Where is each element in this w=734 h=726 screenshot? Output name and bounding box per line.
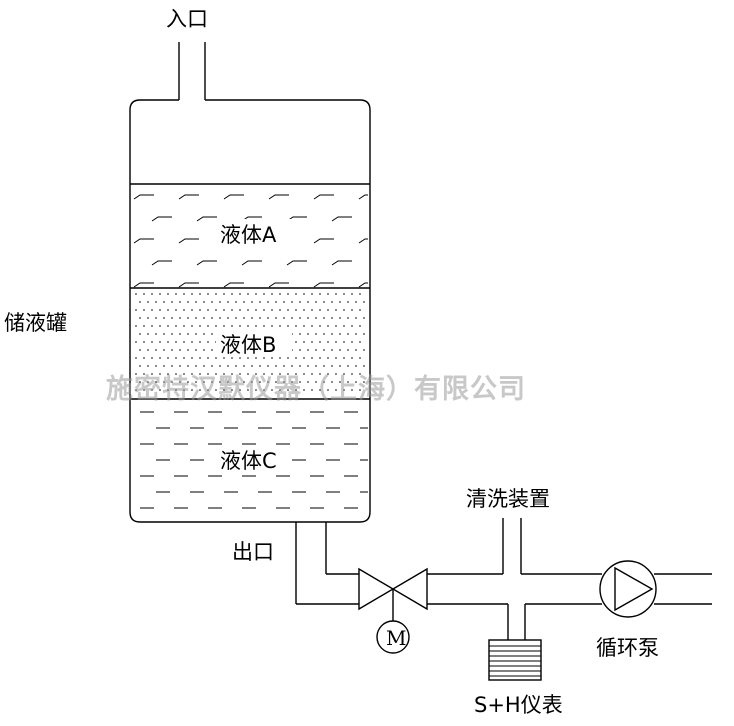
motor: M — [376, 620, 410, 654]
liquid-a-label: 液体A — [220, 223, 277, 247]
liquid-b-label: 液体B — [220, 333, 276, 357]
liquid-c-label: 液体C — [220, 449, 277, 473]
cleaning-branch — [502, 518, 522, 574]
liquid-b-label-bg — [216, 329, 292, 357]
circulation-pump — [599, 560, 657, 618]
liquid-b-pattern — [135, 293, 365, 391]
watermark: 施密特汉默仪器（上海）有限公司 — [106, 373, 526, 405]
sh-instrument — [488, 604, 542, 681]
liquid-a-label-bg — [216, 219, 292, 247]
sh-instrument-label: S+H仪表 — [474, 693, 563, 717]
inlet-label: 入口 — [166, 7, 208, 31]
liquid-c-pattern — [140, 411, 368, 509]
motor-label: M — [386, 626, 406, 650]
inlet-pipe — [178, 42, 206, 100]
tank-body — [129, 99, 371, 523]
valve — [358, 567, 428, 621]
main-pipe — [427, 573, 712, 605]
outlet-pipe — [295, 522, 359, 605]
pump-label: 循环泵 — [596, 636, 659, 660]
cleaning-device-label: 清洗装置 — [466, 487, 550, 511]
tank-label: 储液罐 — [4, 311, 67, 335]
outlet-label: 出口 — [232, 540, 274, 564]
liquid-c-label-bg — [216, 445, 292, 473]
